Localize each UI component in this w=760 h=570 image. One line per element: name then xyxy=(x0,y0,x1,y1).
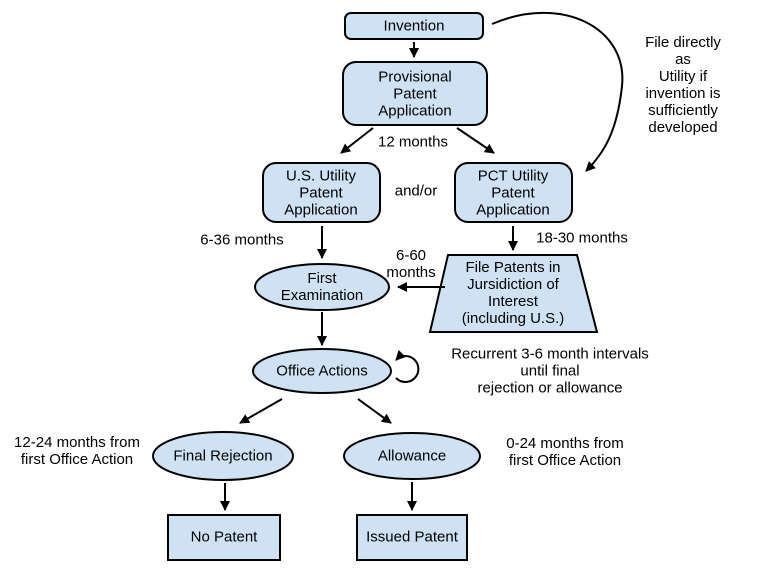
invention-label: Invention xyxy=(383,17,445,35)
pct-utility-patent-application-node xyxy=(454,162,573,223)
office-actions-label: Office Actions xyxy=(276,362,368,380)
arrow-office-actions-to-final-rejection xyxy=(239,398,283,424)
file-patents-jurisdiction-node xyxy=(428,254,599,333)
issued-patent-label: Issued Patent xyxy=(366,528,458,546)
office-actions-node xyxy=(252,348,392,394)
and-or-annotation: and/or xyxy=(394,182,438,200)
6-60-months-annotation: 6-60 months xyxy=(386,247,436,281)
final-rejection-node xyxy=(152,431,294,481)
invention-node xyxy=(344,12,484,40)
no-patent-node xyxy=(167,514,281,561)
12-24-months-annotation: 12-24 months from first Office Action xyxy=(14,434,140,468)
arrow-invention-to-pct-curved xyxy=(491,11,624,172)
0-24-months-annotation: 0-24 months from first Office Action xyxy=(506,435,624,469)
provisional-label: Provisional Patent Application xyxy=(378,68,452,120)
us-utility-patent-application-node xyxy=(262,162,381,223)
office-actions-loop-arrow xyxy=(395,350,420,383)
6-36-months-annotation: 6-36 months xyxy=(200,231,284,249)
no-patent-label: No Patent xyxy=(190,528,258,546)
arrow-provisional-to-us-utility xyxy=(340,127,374,154)
allowance-node xyxy=(343,432,481,480)
18-30-months-annotation: 18-30 months xyxy=(536,229,628,247)
allowance-label: Allowance xyxy=(377,447,447,465)
arrow-provisional-to-pct-utility xyxy=(456,127,495,154)
twelve-months-annotation: 12 months xyxy=(377,133,449,151)
pct-utility-label: PCT Utility Patent Application xyxy=(476,167,550,219)
first-examination-label: First Examination xyxy=(280,270,364,304)
file-patents-label: File Patents in Jursidiction of Interest… xyxy=(461,259,565,327)
us-utility-label: U.S. Utility Patent Application xyxy=(284,167,358,219)
arrow-office-actions-to-allowance xyxy=(357,398,392,424)
recurrent-interval-annotation: Recurrent 3-6 month intervals until fina… xyxy=(451,345,649,397)
final-rejection-label: Final Rejection xyxy=(173,447,273,465)
provisional-patent-application-node xyxy=(342,61,488,126)
issued-patent-node xyxy=(356,514,468,561)
first-examination-node xyxy=(254,263,390,311)
file-directly-annotation: File directly as Utility if invention is… xyxy=(645,34,721,136)
